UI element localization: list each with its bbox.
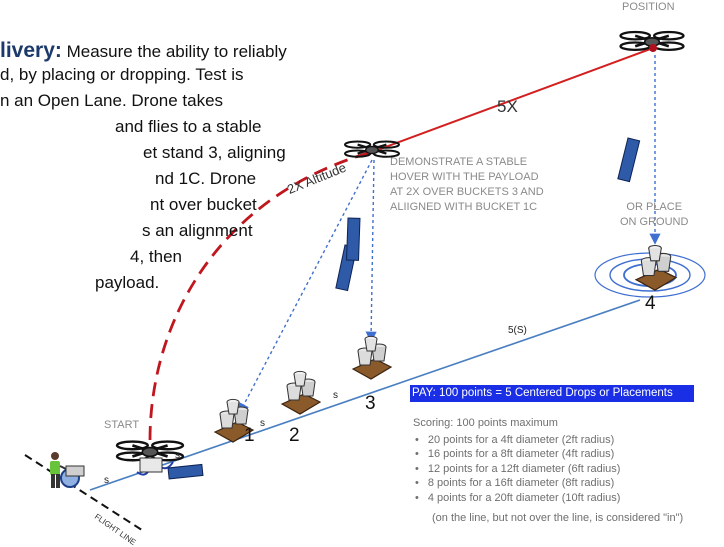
scoring-item: 4 points for a 20ft diameter (10ft radiu…	[413, 491, 621, 506]
flight-line	[24, 454, 146, 532]
hover-line-2: HOVER WITH THE PAYLOAD	[390, 171, 539, 183]
intro-line-10: payload.	[95, 273, 160, 292]
or-place-label: OR PLACE ON GROUND	[620, 200, 688, 230]
pay-banner: PAY: 100 points = 5 Centered Drops or Pl…	[410, 385, 694, 402]
spacing-s-3: s	[333, 390, 338, 401]
scoring-item: 16 points for a 8ft diameter (4ft radius…	[413, 447, 620, 462]
distance-5x-label: 5X	[497, 97, 518, 116]
hover-line-3: AT 2X OVER BUCKETS 3 AND	[390, 186, 544, 198]
spacing-s-start: s	[104, 475, 109, 486]
bucket-3	[352, 335, 392, 380]
intro-line-7: nt over bucket	[150, 195, 257, 214]
controller-cart	[60, 465, 85, 488]
station-4-number: 4	[645, 293, 656, 314]
station-1-number: 1	[244, 425, 255, 446]
station-3-number: 3	[365, 393, 376, 414]
drone-start-body	[139, 457, 163, 473]
scoring-item: 12 points for a 12ft diameter (6ft radiu…	[413, 462, 621, 477]
hover-instructions: DEMONSTRATE A STABLE HOVER WITH THE PAYL…	[390, 155, 544, 215]
diagram-canvas	[24, 30, 706, 532]
drone-start	[115, 440, 185, 462]
scoring-title: Scoring: 100 points maximum	[413, 417, 558, 429]
station-2-number: 2	[289, 425, 300, 446]
intro-heading: livery:	[0, 39, 62, 62]
intro-line-9: 4, then	[130, 247, 182, 266]
intro-line-4: and flies to a stable	[115, 117, 262, 136]
position-label: POSITION	[622, 1, 675, 13]
scoring-list: 20 points for a 4ft diameter (2ft radius…	[413, 433, 621, 506]
intro-line-2: d, by placing or dropping. Test is	[0, 65, 244, 84]
drone-position-light	[649, 44, 657, 52]
hover-line-4: ALIIGNED WITH BUCKET 1C	[390, 201, 538, 213]
payload-start	[167, 463, 204, 480]
start-label: START	[104, 419, 140, 431]
flight-path-5x	[371, 47, 654, 153]
drop-line-3	[365, 159, 377, 343]
payload-swing-3	[617, 137, 641, 183]
intro-line-8: s an alignment	[142, 221, 253, 240]
spacing-s-1: s	[175, 450, 180, 461]
scoring-note: (on the line, but not over the line, is …	[432, 512, 684, 524]
scoring-item: 8 points for a 16ft diameter (8ft radius…	[413, 476, 620, 491]
intro-line-1-text: Measure the ability to reliably	[66, 42, 287, 61]
intro-line-6: nd 1C. Drone	[155, 169, 257, 188]
intro-line-1: livery: Measure the ability to reliably	[0, 40, 287, 61]
altitude-arc	[148, 150, 373, 441]
hover-line-1: DEMONSTRATE A STABLE	[390, 156, 528, 168]
scoring-block: Scoring: 100 points maximum 20 points fo…	[413, 416, 620, 506]
or-place-line-1: OR PLACE	[626, 201, 683, 213]
or-place-line-2: ON GROUND	[620, 216, 689, 228]
intro-line-3: n an Open Lane. Drone takes	[0, 91, 224, 110]
payload-swing-2	[346, 217, 361, 261]
intro-line-5: et stand 3, aligning	[143, 143, 286, 162]
spacing-s-2: s	[260, 418, 265, 429]
bucket-2	[281, 370, 321, 415]
spacing-5s: 5(S)	[508, 325, 527, 336]
scoring-item: 20 points for a 4ft diameter (2ft radius…	[413, 433, 620, 448]
